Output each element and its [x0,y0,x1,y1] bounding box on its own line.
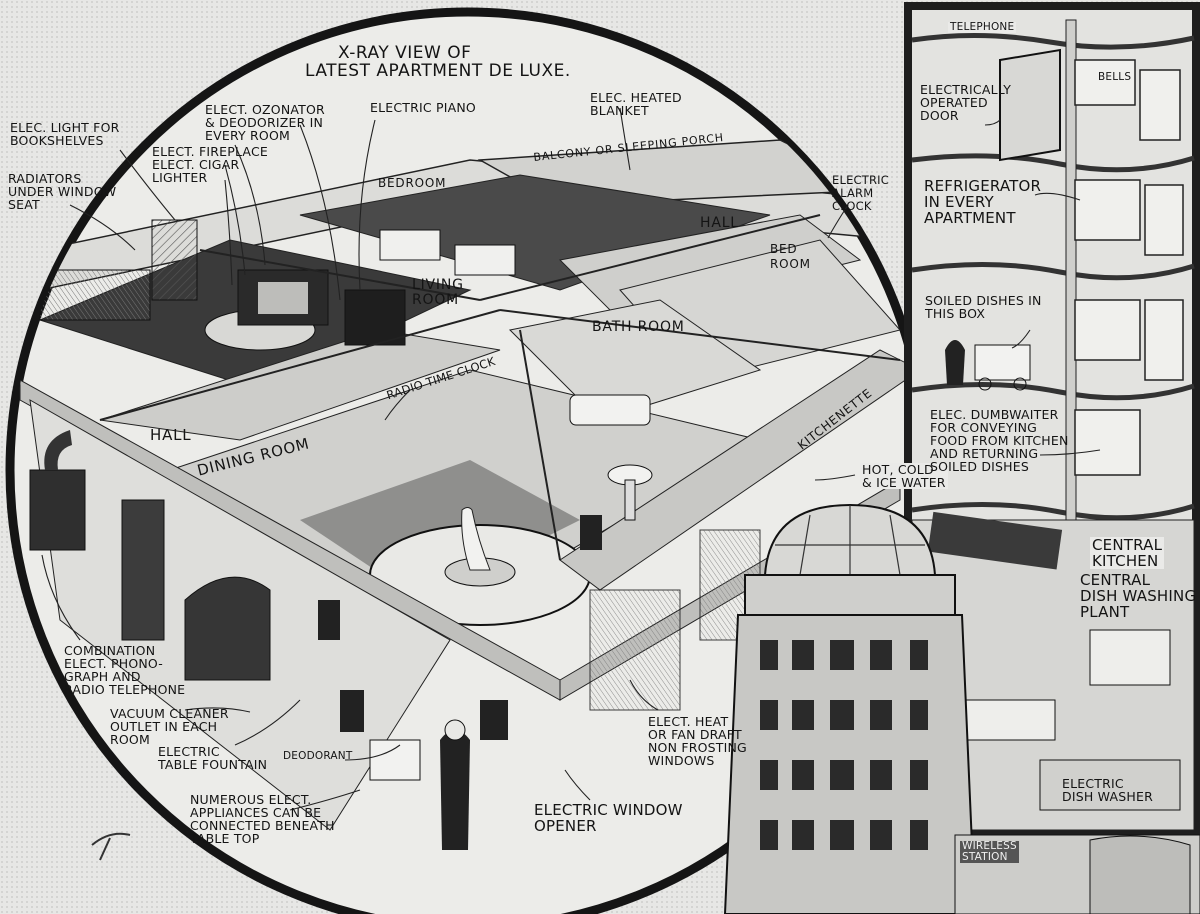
tower-building [723,503,1200,914]
callout-phonograph: COMBINATION ELECT. PHONO- GRAPH AND RADI… [64,643,186,697]
callout-alarm-clock: ELECTRIC ALARM CLOCK [832,173,890,213]
label-hall-lower: HALL [150,426,192,444]
bird-doodle [91,832,131,861]
callout-deodorant: DEODORANT [283,750,353,762]
bed-1 [379,229,441,261]
bed-2 [454,244,516,276]
bookshelf [151,219,198,301]
callout-vacuum: VACUUM CLEANER OUTLET IN EACH ROOM [110,706,229,747]
maid-figure [440,730,470,850]
panel-refrigerator: REFRIGERATOR IN EVERY APARTMENT [924,177,1042,227]
label-bedroom: BEDROOM [378,176,447,190]
title-line-2: LATEST APARTMENT DE LUXE. [305,61,571,81]
piano [344,289,406,346]
panel-dish-plant: CENTRAL DISH WASHING PLANT [1080,571,1197,621]
panel-telephone: TELEPHONE [948,21,1017,33]
label-bed-room: BED ROOM [770,242,811,271]
panel-dish-washer: ELECTRIC DISH WASHER [1062,776,1153,804]
sideboard [184,576,271,681]
electric-door [999,48,1061,162]
callout-ozonator: ELECT. OZONATOR & DEODORIZER IN EVERY RO… [205,102,325,143]
table-fountain [461,507,491,571]
callout-blanket: ELEC. HEATED BLANKET [590,90,682,118]
panel-dumbwaiter: ELEC. DUMBWAITER FOR CONVEYING FOOD FROM… [930,407,1069,474]
bath-room [508,299,762,421]
callout-hot-cold-water: HOT, COLD & ICE WATER [860,462,948,490]
hall-door [121,499,165,641]
phonograph-cabinet [29,469,86,551]
panel-soiled-dishes: SOILED DISHES IN THIS BOX [925,293,1042,321]
label-hall-upper: HALL [700,215,739,231]
bath-tub [569,394,651,426]
callout-radiators: RADIATORS UNDER WINDOW SEAT [8,171,117,212]
callout-piano: ELECTRIC PIANO [370,100,476,115]
service-panel [904,2,1200,836]
callout-heat-windows: ELECT. HEAT OR FAN DRAFT NON FROSTING WI… [648,714,747,768]
window-seat [39,269,151,321]
panel-door: ELECTRICALLY OPERATED DOOR [920,82,1012,123]
panel-bells: BELLS [1098,71,1132,83]
callout-appliances: NUMEROUS ELECT. APPLIANCES CAN BE CONNEC… [190,792,335,846]
soiled-dish-box [974,344,1031,381]
callout-fountain: ELECTRIC TABLE FOUNTAIN [158,744,268,772]
apartment-cutaway [19,139,921,850]
leader-lines [41,107,1101,811]
serving-cart [369,739,421,781]
title-line-1: X-RAY VIEW OF [338,43,472,63]
callout-cigar-lighter: ELECT. CIGAR LIGHTER [152,157,240,185]
callout-light-bookshelves: ELEC. LIGHT FOR BOOKSHELVES [10,120,120,148]
callout-window-opener: ELECTRIC WINDOW OPENER [534,801,683,835]
dish-washer-machine [1039,759,1181,811]
label-living-room: LIVING ROOM [412,277,464,308]
panel-central-kitchen: CENTRAL KITCHEN [1090,536,1165,570]
callout-fireplace: ELECT. FIREPLACE [152,144,268,159]
label-wireless-station: WIRELESS STATION [960,840,1019,863]
label-bath-room: BATH ROOM [592,319,685,335]
